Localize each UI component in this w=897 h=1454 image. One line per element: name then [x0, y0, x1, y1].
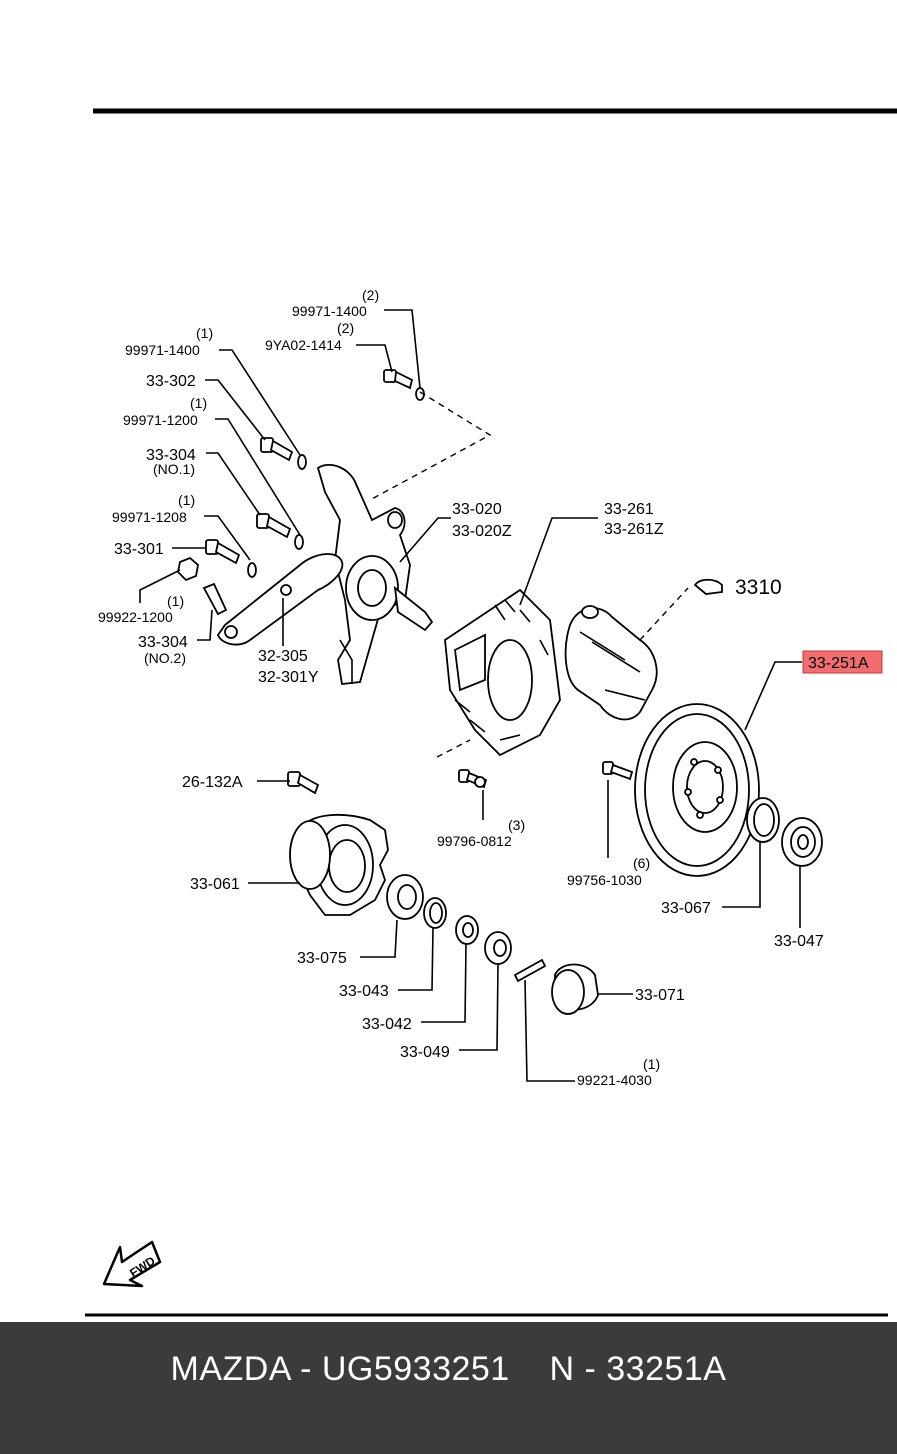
bearing-33-047 — [781, 817, 823, 867]
label-33-261: 33-261 — [604, 501, 654, 518]
label-99971-1400-right-qty: (2) — [362, 287, 379, 303]
washer-99971-1208 — [247, 562, 257, 578]
label-33-020z: 33-020Z — [452, 523, 512, 540]
label-33-304-no1: 33-304 — [146, 447, 196, 464]
wheel-hub — [289, 813, 389, 916]
forward-arrow-icon: FWD — [102, 1240, 162, 1288]
bolt-33-302 — [260, 437, 294, 462]
bolt-33-301 — [205, 539, 241, 565]
label-99971-1208-qty: (1) — [178, 492, 195, 508]
leader-lines — [139, 309, 802, 1082]
steering-knuckle — [316, 463, 434, 685]
bolt-26-132a — [287, 771, 320, 795]
label-32-301y: 32-301Y — [258, 669, 319, 686]
bolt-33-304-no1 — [256, 513, 292, 539]
part-number-caption: MAZDA - UG5933251 N - 33251A — [170, 1350, 727, 1388]
label-99971-1200-qty: (1) — [190, 395, 207, 411]
brake-disc — [634, 703, 760, 877]
bolt-99796-0812 — [458, 769, 488, 789]
label-33-020: 33-020 — [452, 501, 502, 518]
label-33-042: 33-042 — [362, 1016, 412, 1033]
label-99971-1400-left: 99971-1400 — [125, 342, 200, 358]
label-33-075: 33-075 — [297, 950, 347, 967]
label-99756-1030-qty: (6) — [633, 855, 650, 871]
label-33-067: 33-067 — [661, 900, 711, 917]
bolt-33-304-no2 — [202, 582, 228, 616]
label-99971-1200: 99971-1200 — [123, 412, 198, 428]
dust-shield — [444, 588, 561, 757]
label-33-071: 33-071 — [635, 987, 685, 1004]
label-33-043: 33-043 — [339, 983, 389, 1000]
label-9ya02-1414: 9YA02-1414 — [265, 337, 342, 353]
label-99221-4030: 99221-4030 — [577, 1072, 652, 1088]
bolt-9ya02-1414 — [383, 369, 414, 390]
label-99971-1208: 99971-1208 — [112, 509, 187, 525]
label-33-302: 33-302 — [146, 373, 196, 390]
cotter-pin-99221-4030 — [513, 958, 547, 983]
footer-bar: MAZDA - UG5933251 N - 33251A — [0, 1322, 897, 1454]
bearing-33-075 — [386, 874, 424, 920]
label-99756-1030: 99756-1030 — [567, 872, 642, 888]
bolt-99756-1030 — [602, 761, 634, 781]
washer-99971-1400-left — [297, 454, 307, 470]
snap-ring-33-043 — [423, 897, 447, 929]
label-33-304-no1-note: (NO.1) — [153, 461, 195, 477]
caliper-icon-3310 — [693, 578, 723, 595]
caliper — [564, 605, 658, 721]
parts-diagram: (2) 99971-1400 (2) 9YA02-1414 (1) 99971-… — [85, 108, 897, 1317]
label-33-304-no2: 33-304 — [138, 634, 188, 651]
label-99796-0812-qty: (3) — [508, 817, 525, 833]
highlight-box-33-251a — [802, 650, 883, 674]
washer-99971-1200 — [294, 534, 304, 550]
label-99221-4030-qty: (1) — [643, 1056, 660, 1072]
label-26-132a: 26-132A — [182, 774, 243, 791]
hub-cap-33-071 — [551, 963, 599, 1015]
label-33-251a: 33-251A — [808, 655, 869, 672]
seal-33-067 — [746, 797, 780, 843]
label-33-304-no2-note: (NO.2) — [144, 650, 186, 666]
label-32-305: 32-305 — [258, 648, 308, 665]
label-33-301: 33-301 — [114, 541, 164, 558]
label-33-261z: 33-261Z — [604, 521, 664, 538]
knuckle-arm — [216, 553, 344, 646]
label-33-049: 33-049 — [400, 1044, 450, 1061]
label-33-047: 33-047 — [774, 933, 824, 950]
label-99971-1400-left-qty: (1) — [196, 325, 213, 341]
washer-33-042 — [455, 915, 479, 945]
lock-nut-33-049 — [484, 931, 512, 965]
label-3310: 3310 — [735, 576, 782, 599]
nut-99922-1200 — [177, 556, 199, 582]
label-9ya02-1414-qty: (2) — [337, 320, 354, 336]
label-99796-0812: 99796-0812 — [437, 833, 512, 849]
label-99922-1200-qty: (1) — [167, 593, 184, 609]
label-33-061: 33-061 — [190, 876, 240, 893]
label-99922-1200: 99922-1200 — [98, 609, 173, 625]
label-99971-1400-right: 99971-1400 — [292, 303, 367, 319]
